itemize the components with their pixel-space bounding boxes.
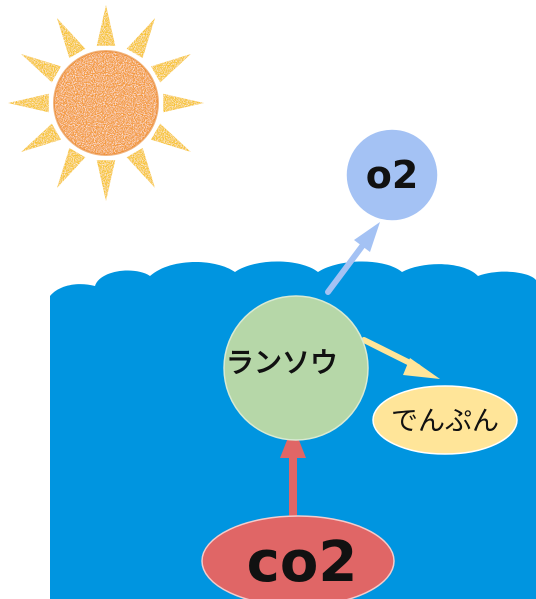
arrow-plant-to-oxygen <box>325 222 380 295</box>
sun-core <box>54 51 158 155</box>
arrow-plant-to-starch <box>361 337 440 379</box>
carbon-dioxide-node: co2 <box>201 515 395 599</box>
sun-ray <box>163 93 204 113</box>
sun-ray <box>21 54 62 83</box>
sun-icon <box>8 5 204 201</box>
sun-ray <box>96 5 116 46</box>
oxygen-node: o2 <box>345 128 439 222</box>
sun-ray <box>8 93 49 113</box>
sun-ray <box>57 147 86 188</box>
sun-ray <box>96 160 116 201</box>
oxygen-label: o2 <box>366 153 419 197</box>
sun-rays <box>8 5 204 201</box>
sun-ray <box>126 18 155 59</box>
carbon-dioxide-label: co2 <box>247 530 358 595</box>
sun-ray <box>21 123 62 152</box>
plant-node: ランソウ <box>223 295 369 441</box>
plant-label: ランソウ <box>226 346 338 379</box>
sun-ray <box>150 123 191 152</box>
starch-label: でんぷん <box>391 406 499 437</box>
sun-ray <box>150 54 191 83</box>
sun-ray <box>57 18 86 59</box>
starch-node: でんぷん <box>372 385 518 455</box>
sun-ray <box>126 147 155 188</box>
